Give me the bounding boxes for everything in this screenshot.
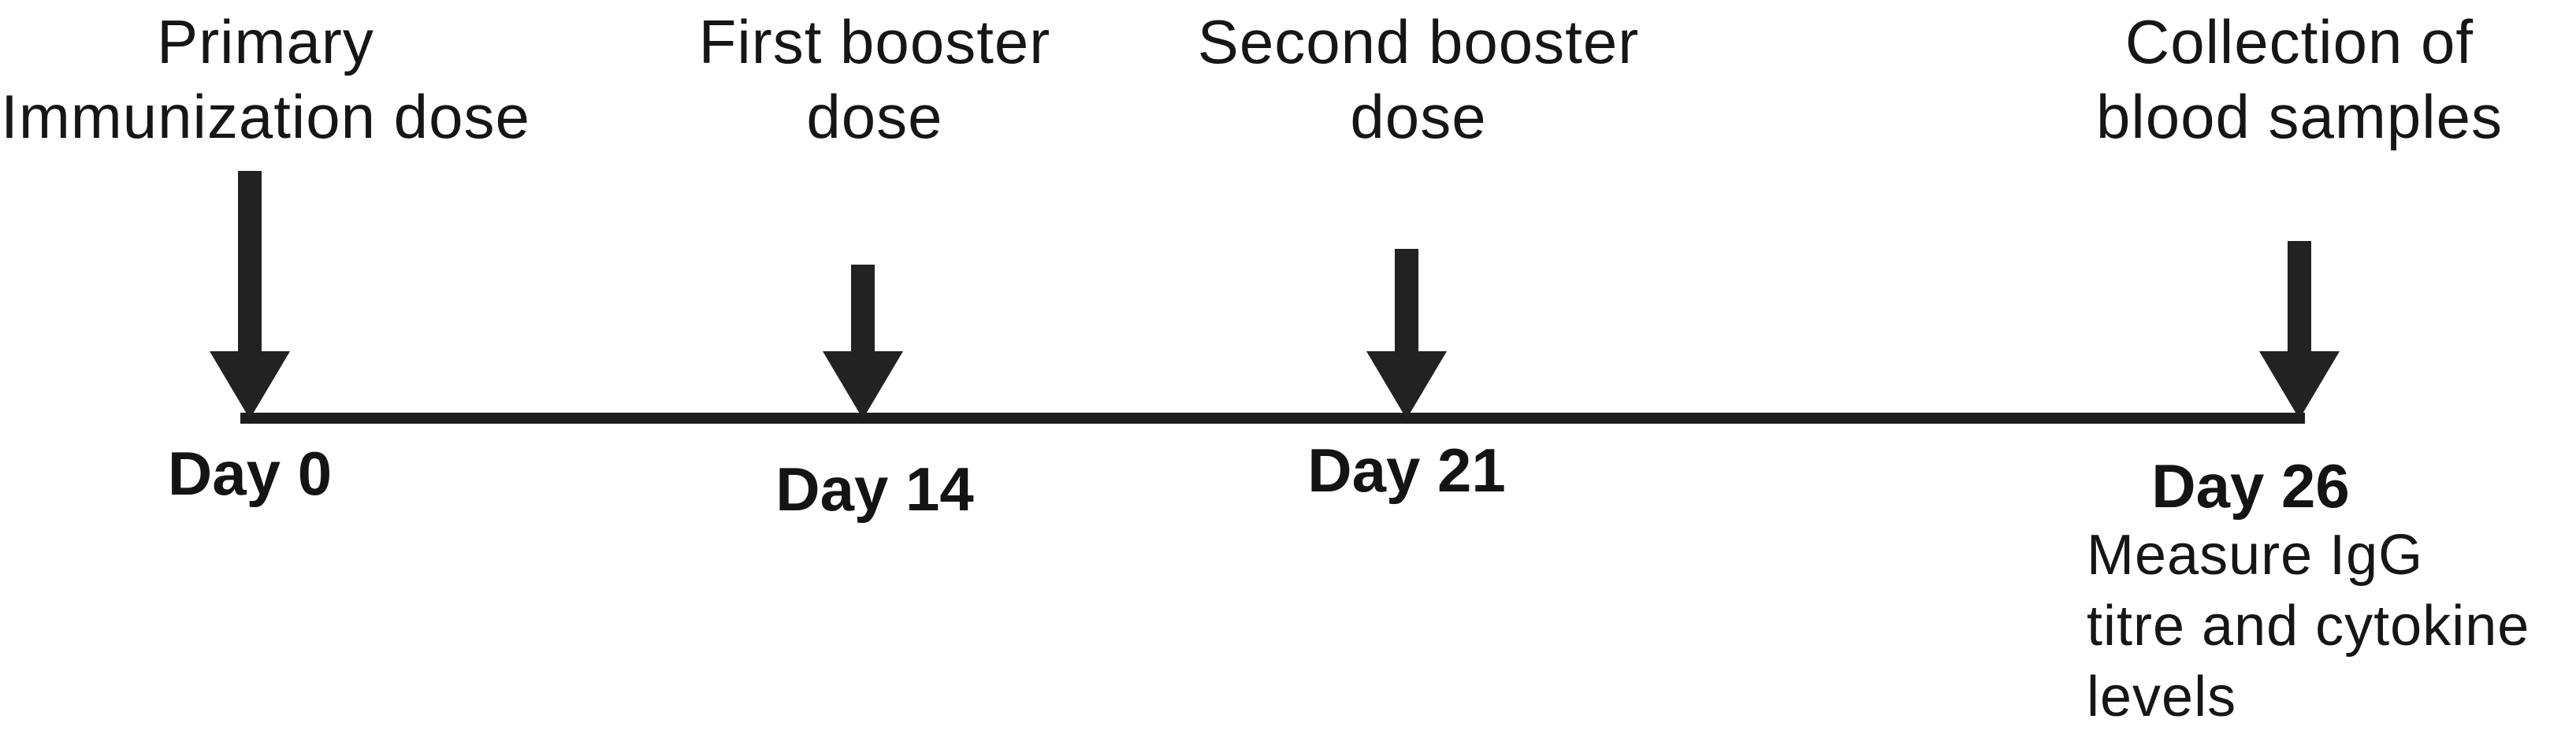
event-label: Collection of blood samples xyxy=(2096,5,2503,154)
down-arrow-icon xyxy=(2259,241,2340,419)
event-label-line: Immunization dose xyxy=(1,82,530,151)
arrow-shaft xyxy=(851,265,875,351)
arrow-shaft xyxy=(2288,241,2311,351)
event-label: Primary Immunization dose xyxy=(1,5,530,154)
arrow-shaft xyxy=(1395,249,1418,351)
arrow-head xyxy=(210,351,290,419)
event-label-line: blood samples xyxy=(2096,82,2503,151)
arrow-head xyxy=(2259,351,2340,419)
day-label: Day 0 xyxy=(167,439,333,508)
day-label: Day 14 xyxy=(775,454,974,524)
down-arrow-icon xyxy=(210,171,290,419)
event-label-line: Primary xyxy=(157,7,374,76)
day-label: Day 21 xyxy=(1307,436,1506,505)
note-line: levels xyxy=(2087,665,2237,728)
event-label-line: dose xyxy=(806,82,943,151)
event-label-line: First booster xyxy=(698,7,1051,76)
note-line: Measure IgG xyxy=(2087,524,2424,587)
event-label-line: Collection of xyxy=(2124,7,2474,76)
event-label: Second booster dose xyxy=(1198,5,1639,154)
arrow-shaft xyxy=(238,171,262,351)
note-line: titre and cytokine xyxy=(2087,595,2530,658)
down-arrow-icon xyxy=(1366,249,1447,419)
event-label-line: Second booster xyxy=(1197,7,1640,76)
arrow-head xyxy=(823,351,903,419)
event-label: First booster dose xyxy=(699,5,1050,154)
event-label-line: dose xyxy=(1350,82,1487,151)
day-label: Day 26 xyxy=(2151,451,2350,521)
timeline-axis xyxy=(240,413,2305,424)
down-arrow-icon xyxy=(823,265,903,419)
day26-measurement-note: Measure IgG titre and cytokine levels xyxy=(2087,520,2530,732)
arrow-head xyxy=(1366,351,1447,419)
